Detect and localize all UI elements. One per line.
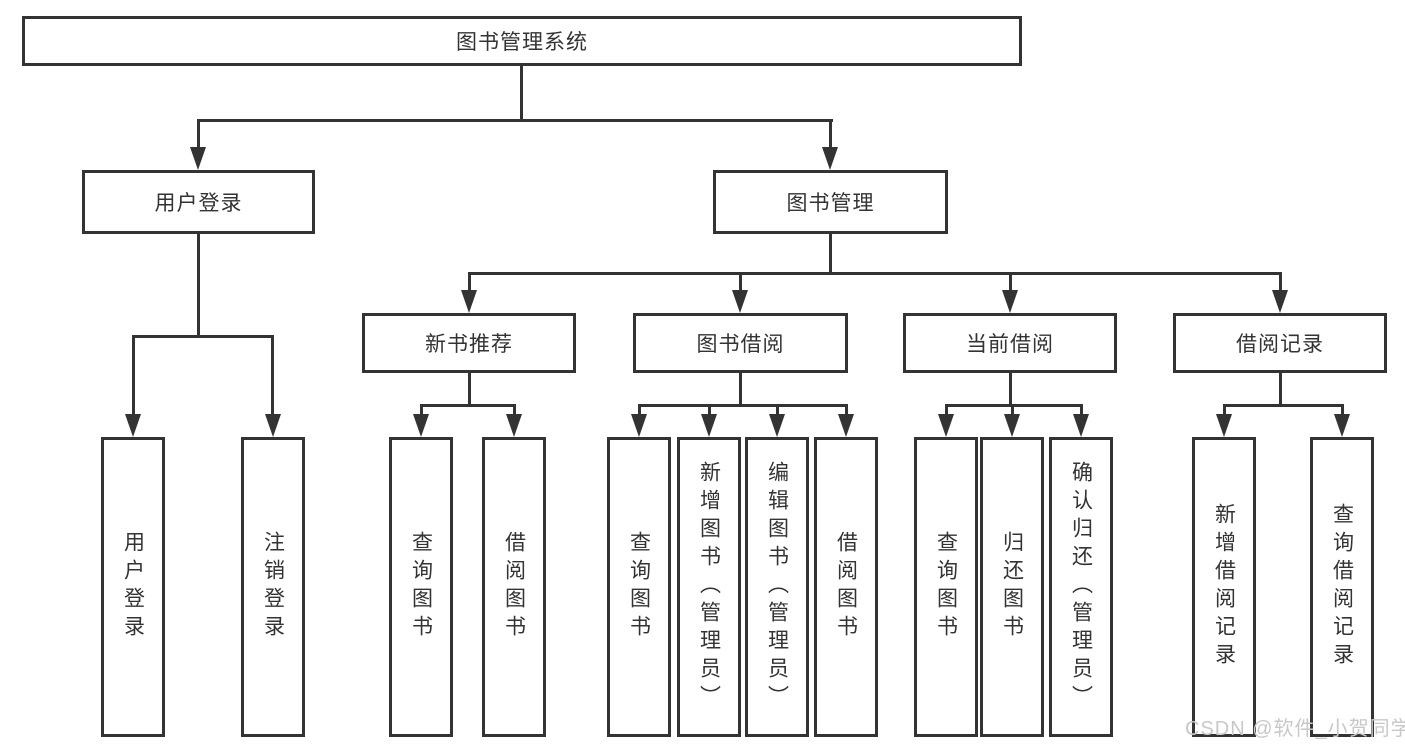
- leaf-add-books-admin: 新增图书（管理员）: [677, 437, 741, 737]
- leaf-edit-books-admin: 编辑图书（管理员）: [745, 437, 809, 737]
- leaf-borrow-books-label: 借阅图书: [834, 531, 858, 643]
- node-book-borrow-label: 图书借阅: [696, 333, 785, 356]
- arrowhead-leaf-d3: [1073, 414, 1089, 437]
- arrowhead-l3-book-borrow: [732, 290, 748, 313]
- leaf-add-books-admin-label: 新增图书（管理员）: [697, 461, 721, 713]
- arrowhead-leaf-c2: [701, 414, 717, 437]
- connector-leaf-a1-drop: [132, 335, 135, 420]
- leaf-borrow-books-newbooks-label: 借阅图书: [502, 531, 526, 643]
- node-root: 图书管理系统: [22, 16, 1022, 66]
- connector-root-bar: [197, 119, 833, 122]
- leaf-confirm-return-admin: 确认归还（管理员）: [1049, 437, 1113, 737]
- node-new-book-recommend-label: 新书推荐: [425, 333, 513, 356]
- leaf-query-books-current: 查询图书: [914, 437, 978, 737]
- arrowhead-leaf-e1: [1216, 414, 1232, 437]
- arrowhead-book-mgmt: [822, 147, 838, 170]
- leaf-query-books-borrow: 查询图书: [607, 437, 671, 737]
- arrowhead-l3-current-borrow: [1002, 290, 1018, 313]
- connector-borrow-records-bar: [1223, 404, 1343, 407]
- csdn-watermark: CSDN @软件_小贺同学: [1185, 718, 1405, 740]
- arrowhead-l3-new-books: [461, 290, 477, 313]
- arrowhead-user-login: [190, 147, 206, 170]
- connector-book-borrow-bar: [638, 404, 847, 407]
- leaf-borrow-books-newbooks: 借阅图书: [482, 437, 546, 737]
- connector-l3-2-drop: [739, 272, 742, 294]
- connector-user-login-stem: [197, 234, 200, 338]
- arrowhead-l3-borrow-records: [1272, 290, 1288, 313]
- connector-leaf-a2-drop: [271, 335, 274, 420]
- connector-user-login-bar: [132, 335, 274, 338]
- arrowhead-leaf-a2: [265, 414, 281, 437]
- node-borrow-records-label: 借阅记录: [1236, 333, 1324, 356]
- connector-book-mgmt-drop: [829, 119, 832, 151]
- arrowhead-leaf-c3: [769, 414, 785, 437]
- arrowhead-leaf-c4: [838, 414, 854, 437]
- arrowhead-leaf-b1: [413, 414, 429, 437]
- node-root-label: 图书管理系统: [456, 31, 588, 54]
- node-book-management-label: 图书管理: [786, 192, 875, 215]
- connector-leaf-c1-drop: [638, 404, 641, 418]
- leaf-logout: 注销登录: [241, 437, 305, 737]
- connector-new-books-bar: [420, 404, 516, 407]
- connector-leaf-c4-drop: [845, 404, 848, 418]
- connector-book-mgmt-stem: [829, 234, 832, 275]
- node-current-borrow-label: 当前借阅: [966, 333, 1054, 356]
- connector-l3-1-drop: [468, 272, 471, 294]
- node-user-login-label: 用户登录: [154, 192, 243, 215]
- arrowhead-leaf-a1: [125, 414, 141, 437]
- leaf-borrow-books: 借阅图书: [814, 437, 878, 737]
- connector-leaf-c2-drop: [708, 404, 711, 418]
- node-current-borrow: 当前借阅: [903, 313, 1117, 373]
- node-borrow-records: 借阅记录: [1173, 313, 1387, 373]
- arrowhead-leaf-c1: [631, 414, 647, 437]
- arrowhead-leaf-d1: [938, 414, 954, 437]
- connector-book-borrow-stem: [739, 373, 742, 407]
- connector-leaf-d3-drop: [1080, 404, 1083, 418]
- connector-leaf-b1-drop: [420, 404, 423, 418]
- arrowhead-leaf-d2: [1004, 414, 1020, 437]
- node-new-book-recommend: 新书推荐: [362, 313, 576, 373]
- connector-l3-4-drop: [1279, 272, 1282, 294]
- arrowhead-leaf-e2: [1334, 414, 1350, 437]
- leaf-add-borrow-record-label: 新增借阅记录: [1212, 503, 1236, 671]
- node-user-login: 用户登录: [82, 170, 315, 234]
- leaf-user-login: 用户登录: [101, 437, 165, 737]
- connector-leaf-e1-drop: [1223, 404, 1226, 418]
- leaf-query-borrow-record-label: 查询借阅记录: [1330, 503, 1354, 671]
- leaf-query-books-newbooks: 查询图书: [389, 437, 453, 737]
- leaf-query-books-current-label: 查询图书: [934, 531, 958, 643]
- connector-leaf-d2-drop: [1011, 404, 1014, 418]
- leaf-edit-books-admin-label: 编辑图书（管理员）: [765, 461, 789, 713]
- arrowhead-leaf-b2: [506, 414, 522, 437]
- connector-leaf-b2-drop: [513, 404, 516, 418]
- connector-leaf-c3-drop: [776, 404, 779, 418]
- connector-leaf-e2-drop: [1341, 404, 1344, 418]
- connector-root-stem: [520, 66, 523, 122]
- leaf-logout-label: 注销登录: [261, 531, 285, 643]
- node-book-management: 图书管理: [713, 170, 948, 234]
- connector-borrow-records-stem: [1279, 373, 1282, 407]
- connector-leaf-d1-drop: [945, 404, 948, 418]
- leaf-confirm-return-admin-label: 确认归还（管理员）: [1069, 461, 1093, 713]
- leaf-return-books-label: 归还图书: [1000, 531, 1024, 643]
- leaf-query-borrow-record: 查询借阅记录: [1310, 437, 1374, 737]
- leaf-add-borrow-record: 新增借阅记录: [1192, 437, 1256, 737]
- leaf-user-login-label: 用户登录: [121, 531, 145, 643]
- node-book-borrow: 图书借阅: [633, 313, 848, 373]
- leaf-return-books: 归还图书: [980, 437, 1044, 737]
- leaf-query-books-borrow-label: 查询图书: [627, 531, 651, 643]
- connector-l3-3-drop: [1009, 272, 1012, 294]
- connector-book-mgmt-bar: [468, 272, 1282, 275]
- connector-user-login-drop: [197, 119, 200, 151]
- connector-current-borrow-stem: [1009, 373, 1012, 407]
- connector-new-books-stem: [468, 373, 471, 407]
- leaf-query-books-newbooks-label: 查询图书: [409, 531, 433, 643]
